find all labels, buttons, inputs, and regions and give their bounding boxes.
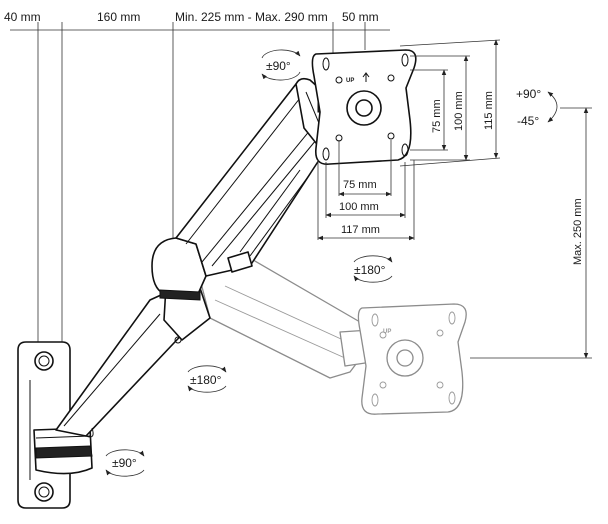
rot-head-swivel: ±90° [266,59,291,73]
base-joint [33,427,93,475]
rot-base-swivel: ±90° [112,456,137,470]
vesa-plate: UP [311,49,417,165]
ghost-plate-up-label: UP [383,329,391,335]
dim-vesa-100-vertical: 100 mm [453,91,465,131]
dim-plate-height: 115 mm [483,91,495,130]
dim-vesa-75-horizontal: 75 mm [343,179,377,191]
upper-arm [175,83,337,277]
dim-plate-width: 117 mm [341,224,380,236]
vesa-dimension-lines [317,39,501,241]
lower-arm [55,285,211,438]
dim-arm-segment-1: 160 mm [97,10,140,24]
dim-head-depth: 50 mm [342,10,379,24]
elbow-joint [151,237,207,301]
dim-vesa-100-horizontal: 100 mm [339,201,379,213]
ghost-vesa-plate: UP [357,303,467,415]
rot-plate-rotation: ±180° [354,263,386,277]
dim-vesa-75-vertical: 75 mm [431,99,443,133]
rot-tilt-up: +90° [516,87,541,101]
rot-tilt-down: -45° [517,114,539,128]
dim-wall-offset: 40 mm [4,10,41,24]
plate-up-label: UP [346,78,354,84]
dim-height-range: Max. 250 mm [572,198,584,265]
height-range-lines [470,107,592,359]
rot-elbow-rotation: ±180° [190,373,222,387]
dim-arm-segment-2: Min. 225 mm - Max. 290 mm [175,10,328,24]
top-dimension-lines [10,22,390,345]
rotation-arrows [105,49,558,477]
